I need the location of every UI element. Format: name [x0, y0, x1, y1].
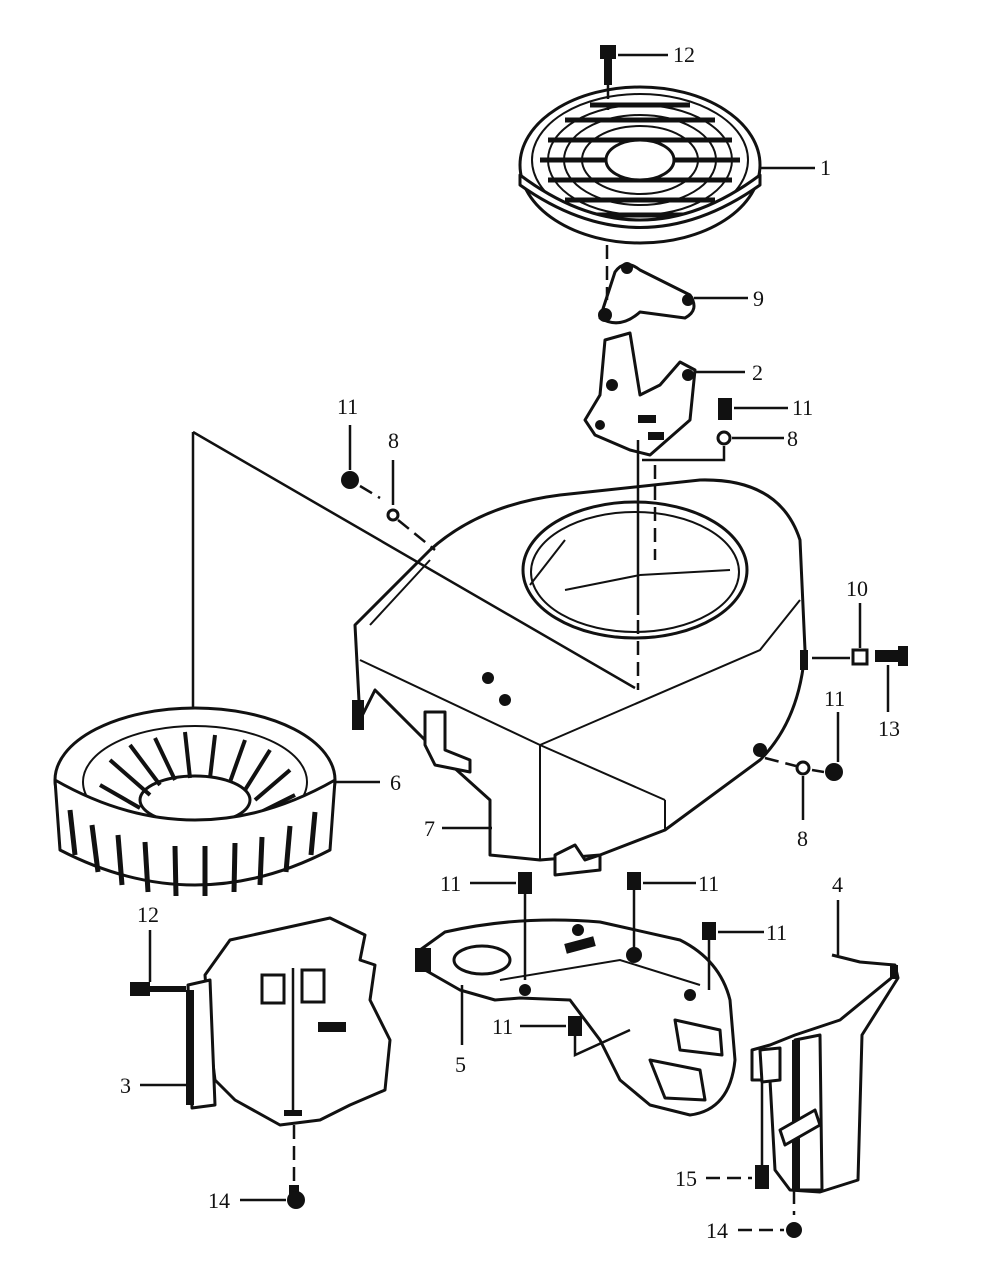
callout-11-right-top: 11 — [792, 395, 813, 420]
callout-11-bottom-left: 11 — [440, 871, 461, 896]
callout-15: 15 — [675, 1166, 697, 1191]
blower-housing — [352, 478, 808, 877]
callout-13: 13 — [878, 716, 900, 741]
washer-8-right-mid — [764, 756, 811, 820]
screen-bracket — [598, 245, 748, 325]
callout-1: 1 — [820, 155, 831, 180]
callout-11-lower: 11 — [492, 1014, 513, 1039]
callout-8-left-top: 8 — [388, 428, 399, 453]
bolt-11-bottom-left — [470, 872, 532, 980]
callout-11-right-mid: 11 — [824, 686, 845, 711]
bolt-12-left — [130, 930, 186, 996]
bolt-11-right-top — [718, 398, 788, 420]
callout-10: 10 — [846, 576, 868, 601]
screw-13 — [875, 646, 908, 712]
bolt-11-left-top — [341, 425, 381, 500]
bolt-11-bottom-right — [702, 922, 764, 990]
callout-6: 6 — [390, 770, 401, 795]
callout-11-bottom-mid: 11 — [698, 871, 719, 896]
bolt-11-bottom-mid — [627, 872, 696, 950]
callout-2: 2 — [752, 360, 763, 385]
callout-12-top: 12 — [673, 42, 695, 67]
callout-9: 9 — [753, 286, 764, 311]
callout-8-right-mid: 8 — [797, 826, 808, 851]
bolt-12-top — [600, 45, 668, 110]
callout-14-left: 14 — [208, 1188, 230, 1213]
callout-3: 3 — [120, 1073, 131, 1098]
bolt-14-left — [240, 1185, 305, 1209]
bolt-14-right — [738, 1190, 802, 1238]
mounting-bracket — [583, 331, 745, 457]
flywheel — [53, 706, 380, 897]
callout-7: 7 — [424, 816, 435, 841]
callout-11-bottom-right: 11 — [766, 920, 787, 945]
bolt-11-lower — [520, 1016, 631, 1057]
rotating-screen — [518, 85, 762, 245]
base-plate — [415, 918, 737, 1117]
screw-15 — [706, 1082, 769, 1189]
callout-5: 5 — [455, 1052, 466, 1077]
callout-8-right-top: 8 — [787, 426, 798, 451]
left-shroud-panel — [140, 916, 392, 1185]
callout-12-left: 12 — [137, 902, 159, 927]
nut-10 — [812, 603, 869, 666]
washer-8-left-top — [386, 460, 436, 551]
washer-8-right-top — [716, 430, 784, 446]
right-shroud-panel — [750, 900, 900, 1194]
callout-4: 4 — [832, 872, 843, 897]
callout-14-right: 14 — [706, 1218, 728, 1243]
bolt-11-right-mid — [811, 712, 843, 781]
callout-11-left-top: 11 — [337, 394, 358, 419]
